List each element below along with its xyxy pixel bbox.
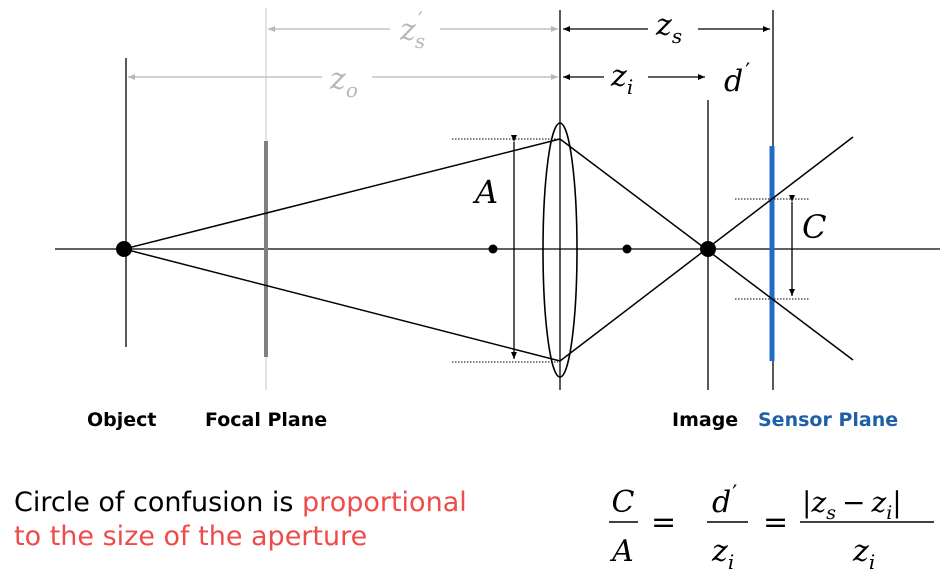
- coc-label: C: [802, 208, 826, 246]
- eq-frac3-num: |zs−zi|: [802, 486, 902, 524]
- ray-upper-in: [123, 138, 561, 250]
- caption-plain: Circle of confusion is: [14, 487, 303, 518]
- eq-frac2-den: zi: [711, 534, 734, 574]
- caption: Circle of confusion is proportional to t…: [14, 486, 467, 554]
- eq-equals-1: =: [651, 505, 676, 540]
- caption-highlight-2: to the size of the aperture: [14, 521, 368, 552]
- coc-equation: C A = d′ zi = |zs−zi| zi: [609, 482, 934, 574]
- image-label: Image: [672, 409, 739, 431]
- caption-highlight-1: proportional: [302, 487, 467, 518]
- sensor-plane-label: Sensor Plane: [758, 409, 899, 431]
- zs-prime-label: z′s: [399, 9, 425, 53]
- eq-frac3-den: zi: [852, 534, 875, 574]
- focal-point-right: [622, 244, 632, 254]
- d-prime-label: d′: [724, 60, 750, 99]
- zo-label: zo: [329, 62, 358, 102]
- eq-frac2-num: d′: [712, 482, 737, 520]
- zs-label: zs: [655, 8, 682, 48]
- eq-frac1-den: A: [609, 534, 634, 569]
- object-label: Object: [87, 409, 157, 431]
- eq-equals-2: =: [763, 505, 788, 540]
- object-point: [116, 241, 132, 257]
- image-point: [700, 241, 716, 257]
- lens: [542, 122, 578, 378]
- focal-plane-label: Focal Plane: [205, 409, 328, 431]
- focal-point-left: [488, 244, 498, 254]
- ray-lower-in: [123, 248, 561, 362]
- eq-frac1-num: C: [612, 485, 635, 520]
- aperture-label: A: [472, 173, 498, 211]
- zi-label: zi: [610, 59, 633, 99]
